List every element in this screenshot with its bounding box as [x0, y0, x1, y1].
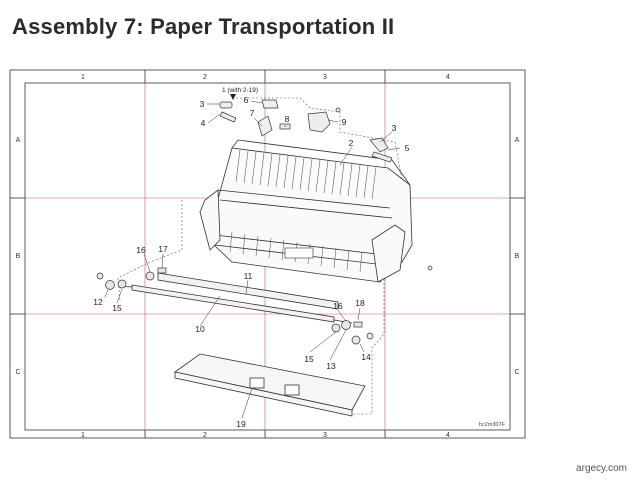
- footer-site-credit: argecy.com: [576, 463, 627, 474]
- frame-center-latch: [284, 247, 314, 259]
- top-small-parts: [219, 99, 433, 271]
- col-label-bottom-2: 2: [203, 432, 207, 439]
- main-frame-ribs: [229, 149, 377, 273]
- roller-shafts: [117, 272, 353, 324]
- page-title: Assembly 7: Paper Transportation II: [12, 14, 395, 39]
- callout-17: 17: [158, 244, 168, 254]
- row-label-left-b: B: [16, 253, 21, 260]
- col-label-top-4: 4: [446, 74, 450, 81]
- callout-16a: 16: [136, 245, 146, 255]
- callout-12: 12: [93, 297, 103, 307]
- callout-1: 1 (with 2-19): [222, 87, 258, 94]
- main-frame-assembly: [199, 139, 413, 283]
- col-label-top-1: 1: [81, 74, 85, 81]
- callout-2: 2: [349, 138, 354, 148]
- callout-3b: 3: [392, 123, 397, 133]
- col-label-bottom-1: 1: [81, 432, 85, 439]
- callout-13: 13: [326, 361, 336, 371]
- callouts: 1 (with 2-19) 2 3 3 4 5 6 7 8 9 10 11 12…: [93, 87, 409, 429]
- callout-3a: 3: [200, 99, 205, 109]
- col-label-top-3: 3: [323, 74, 327, 81]
- leader-lines: [104, 100, 401, 419]
- callout-14: 14: [361, 352, 371, 362]
- row-label-left-c: C: [15, 369, 20, 376]
- row-label-right-c: C: [514, 369, 519, 376]
- gears-and-bushings: [96, 267, 374, 345]
- callout-11: 11: [244, 271, 253, 281]
- col-label-bottom-3: 3: [323, 432, 327, 439]
- callout-18: 18: [355, 298, 365, 308]
- callout-16b: 16: [333, 301, 343, 311]
- callout-6: 6: [244, 95, 249, 105]
- callout-10: 10: [195, 324, 205, 334]
- col-label-bottom-4: 4: [446, 432, 450, 439]
- callout-15a: 15: [112, 303, 122, 313]
- callout-19: 19: [236, 419, 246, 429]
- callout-8: 8: [285, 114, 290, 124]
- col-label-top-2: 2: [203, 74, 207, 81]
- callout-5: 5: [405, 143, 410, 153]
- drawing-frame: [9, 69, 526, 439]
- callout-4: 4: [201, 118, 206, 128]
- callout-7: 7: [250, 108, 255, 118]
- callout-15b: 15: [304, 354, 314, 364]
- assembly-arrow-icon: [230, 94, 236, 100]
- row-label-left-a: A: [16, 137, 21, 144]
- zone-labels: 1 2 3 4 1 2 3 4 A B C A B C: [15, 74, 519, 439]
- row-label-right-a: A: [515, 137, 520, 144]
- drawing-code: hc2m307F: [479, 422, 506, 428]
- callout-9: 9: [342, 117, 347, 127]
- row-label-right-b: B: [515, 253, 520, 260]
- lower-guide-plate: [174, 353, 366, 417]
- assembly-boundary: [117, 97, 403, 415]
